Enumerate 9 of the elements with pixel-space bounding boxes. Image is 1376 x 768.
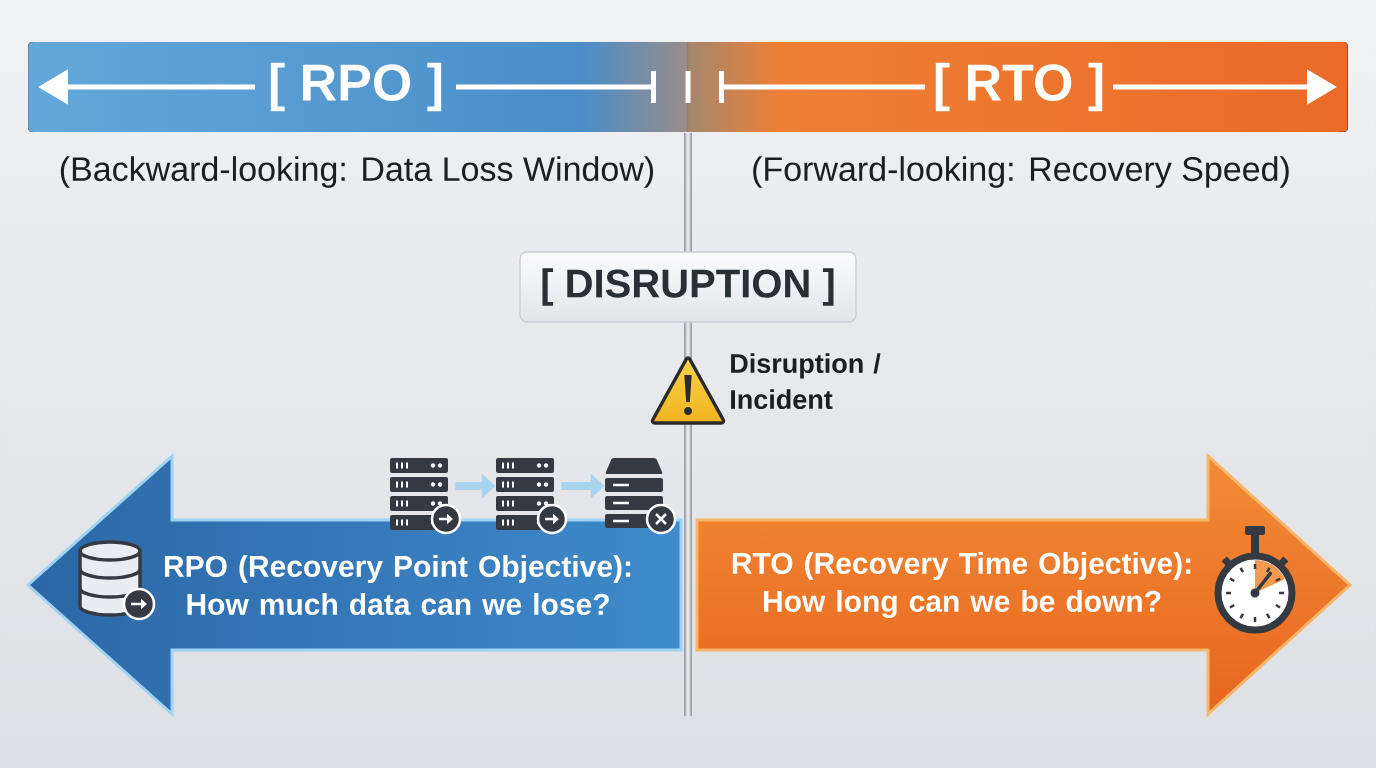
incident-label: Disruption / Incident xyxy=(731,353,881,410)
label-box: [ DISRUPTION ] xyxy=(519,251,857,323)
subtitle: (Backward-looking: Data Loss Window) xyxy=(60,156,654,188)
server-icon xyxy=(390,458,462,535)
header-bar: [ RPO ] xyxy=(28,42,688,132)
header-bar: [ RTO ] xyxy=(688,42,1348,132)
server-icon xyxy=(605,458,677,535)
subtitle: (Forward-looking: Recovery Speed) xyxy=(753,156,1289,188)
server-icon xyxy=(496,458,568,535)
